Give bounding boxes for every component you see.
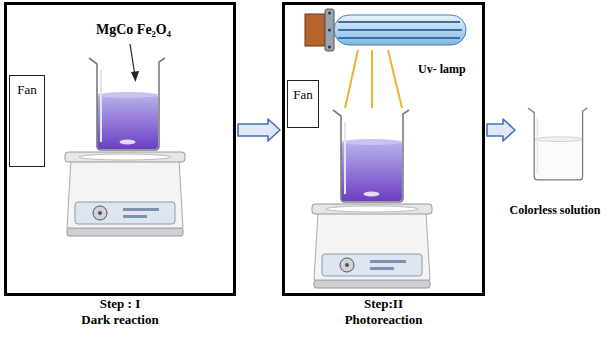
process-arrow — [487, 119, 515, 141]
fan-box: Fan — [287, 80, 319, 128]
step-heading: Step : I — [7, 296, 233, 312]
result-label: Colorless solution — [509, 203, 600, 218]
step-name: Dark reaction — [7, 312, 233, 328]
step-caption: Step : IDark reaction — [7, 296, 233, 328]
step-panel: Step:IIPhotoreactionFan — [282, 2, 485, 296]
step-heading: Step:II — [285, 296, 482, 312]
step-caption: Step:IIPhotoreaction — [285, 296, 482, 328]
catalyst-label: MgCo Fe₂O₄ — [96, 22, 171, 38]
process-arrow — [238, 119, 280, 141]
result-beaker: Colorless solution — [517, 100, 593, 218]
step-panel: Step : IDark reactionFan — [4, 2, 236, 296]
fan-label: Fan — [17, 82, 37, 98]
lamp-label: Uv- lamp — [418, 62, 466, 77]
fan-label: Fan — [293, 87, 313, 103]
fan-box: Fan — [9, 75, 45, 167]
step-name: Photoreaction — [285, 312, 482, 328]
